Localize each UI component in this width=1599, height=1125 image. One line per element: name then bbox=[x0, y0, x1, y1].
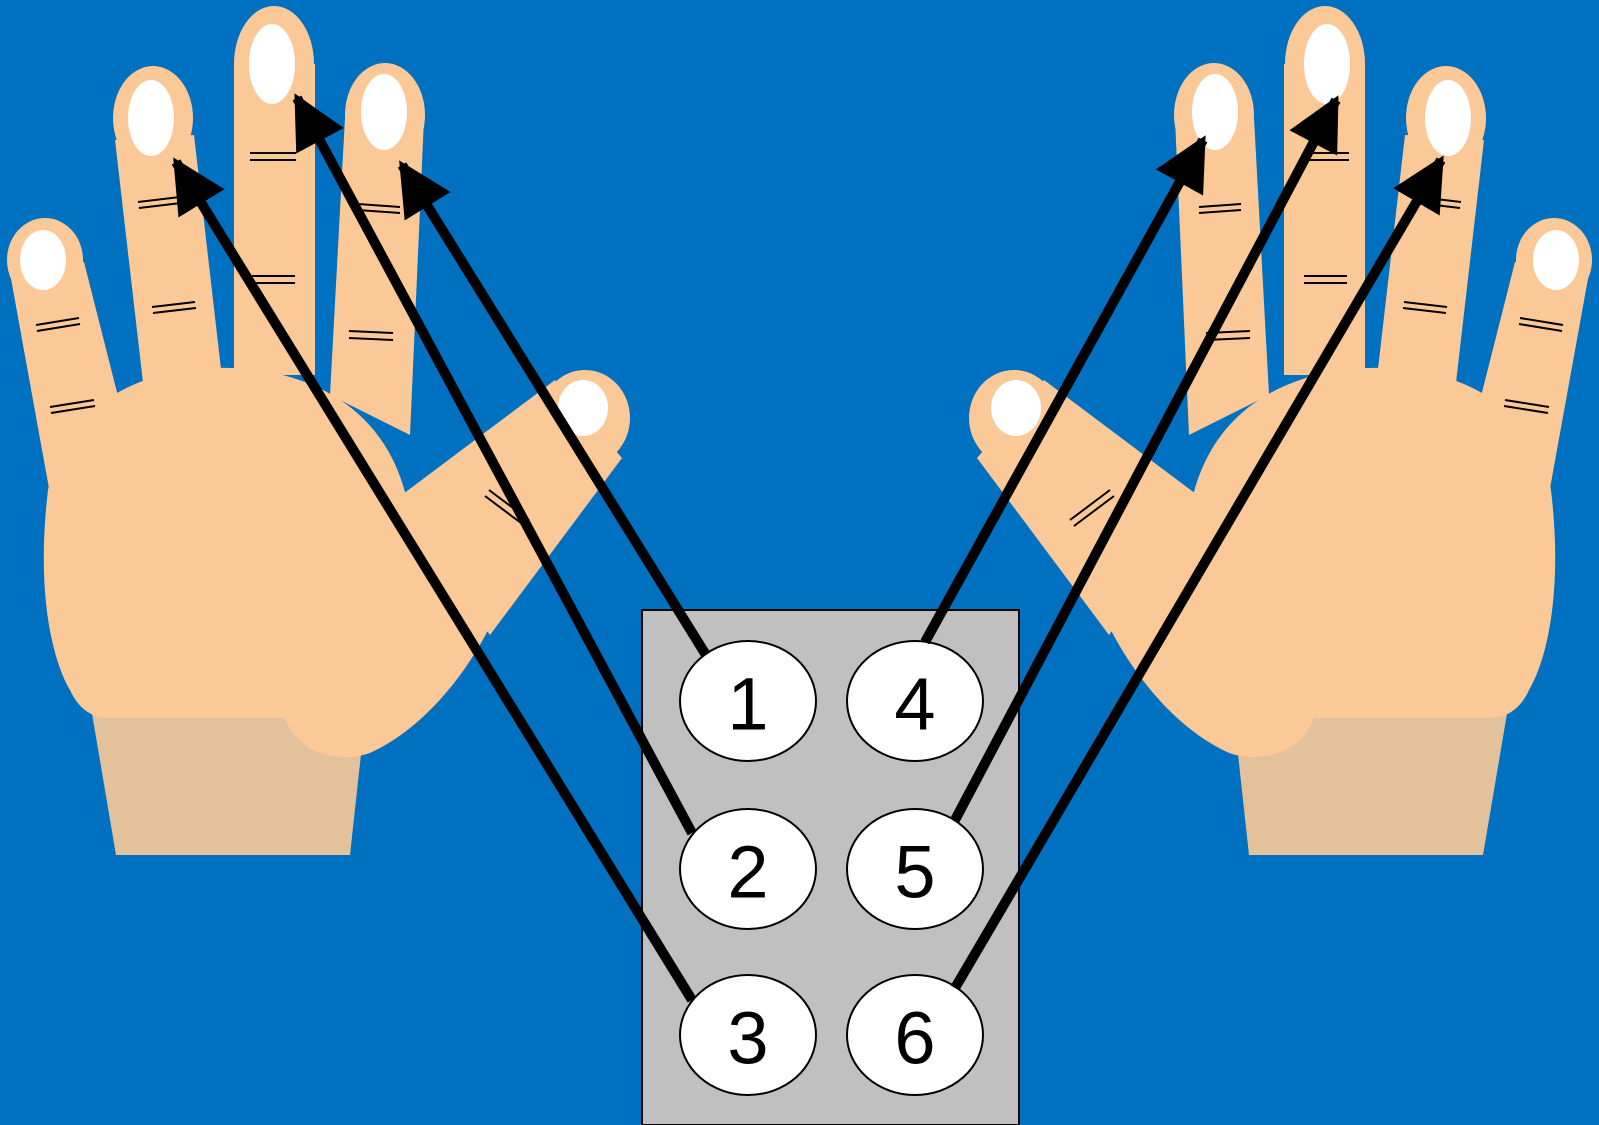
braille-dot-label: 2 bbox=[727, 831, 768, 914]
braille-dot-2: 2 bbox=[679, 808, 817, 930]
arrow-dot-6-to-right-ring bbox=[950, 155, 1446, 991]
braille-dot-label: 3 bbox=[727, 997, 768, 1080]
arrow-dot-1-to-left-index bbox=[397, 160, 711, 658]
braille-dot-label: 1 bbox=[727, 663, 768, 746]
braille-cell: 1 2 3 4 5 6 bbox=[641, 609, 1020, 1125]
arrow-dot-2-to-left-middle bbox=[292, 93, 697, 836]
braille-dot-3: 3 bbox=[679, 974, 817, 1096]
braille-dot-label: 6 bbox=[894, 997, 935, 1080]
arrow-dot-5-to-right-middle bbox=[950, 95, 1341, 823]
finger-arrows bbox=[171, 93, 1446, 1003]
braille-dot-4: 4 bbox=[846, 640, 984, 762]
braille-dot-circle bbox=[679, 808, 817, 930]
arrow-dot-4-to-right-index bbox=[920, 135, 1208, 645]
braille-dot-circle bbox=[679, 640, 817, 762]
braille-dot-circle bbox=[846, 808, 984, 930]
arrow-dot-3-to-left-ring bbox=[171, 157, 697, 1003]
braille-dots: 1 2 3 4 5 6 bbox=[679, 640, 984, 1096]
braille-dot-label: 4 bbox=[894, 663, 935, 746]
braille-dot-circle bbox=[846, 640, 984, 762]
braille-dot-circle bbox=[679, 974, 817, 1096]
braille-dot-label: 5 bbox=[894, 831, 935, 914]
braille-dot-1: 1 bbox=[679, 640, 817, 762]
braille-dot-5: 5 bbox=[846, 808, 984, 930]
braille-dot-circle bbox=[846, 974, 984, 1096]
braille-dot-6: 6 bbox=[846, 974, 984, 1096]
